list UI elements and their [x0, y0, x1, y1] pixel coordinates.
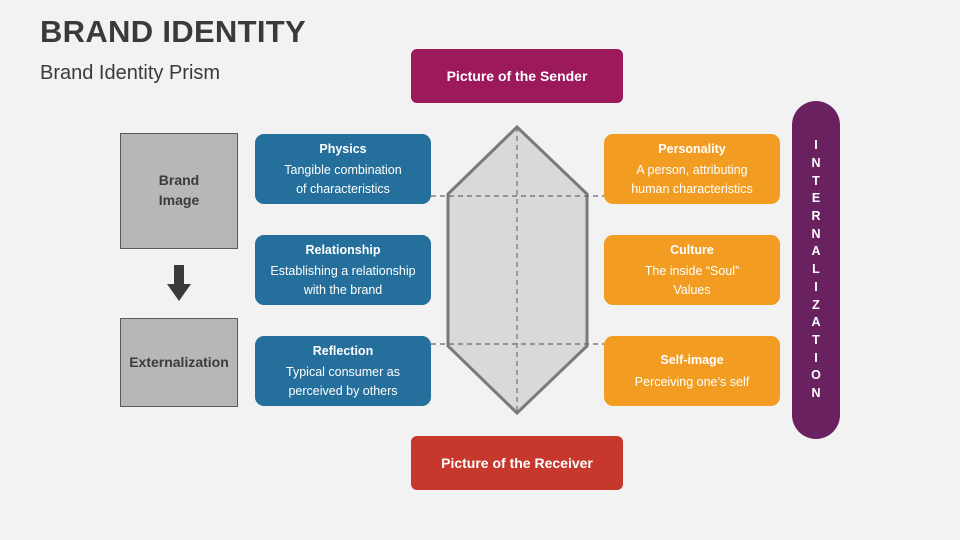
- card-self-image-title: Self-image: [660, 353, 724, 368]
- internalization-letter: O: [811, 368, 821, 383]
- card-personality-title: Personality: [658, 142, 726, 157]
- internalization-letter: T: [812, 332, 820, 347]
- internalization-letter: A: [811, 315, 821, 330]
- receiver-label: Picture of the Receiver: [441, 455, 593, 471]
- card-culture-text: The inside “Soul” Values: [644, 264, 740, 297]
- brand-image-label: Brand Image: [158, 172, 200, 208]
- down-arrow-icon: [167, 265, 191, 301]
- card-culture-title: Culture: [670, 243, 714, 258]
- card-physics-text: Tangible combination of characteristics: [284, 163, 402, 196]
- card-relationship: Relationship Establishing a relationship…: [255, 235, 431, 305]
- internalization-letter: N: [811, 386, 821, 401]
- card-personality-text: A person, attributing human characterist…: [631, 163, 753, 196]
- internalization-letter: Z: [812, 297, 820, 312]
- internalization-letter: L: [812, 262, 820, 277]
- picture-of-receiver: Picture of the Receiver: [411, 436, 623, 490]
- card-reflection: Reflection Typical consumer as perceived…: [255, 336, 431, 406]
- externalization-box: Externalization: [120, 318, 238, 407]
- prism-shape: [446, 124, 589, 416]
- internalization-letter: I: [814, 138, 818, 153]
- card-self-image-text: Perceiving one’s self: [634, 374, 750, 389]
- card-relationship-title: Relationship: [305, 243, 381, 258]
- externalization-label: Externalization: [129, 353, 229, 370]
- internalization-letter: E: [811, 191, 821, 206]
- card-physics-title: Physics: [319, 142, 367, 157]
- card-culture: Culture The inside “Soul” Values: [604, 235, 780, 305]
- card-self-image: Self-image Perceiving one’s self: [604, 336, 780, 406]
- internalization-letter: R: [811, 209, 821, 224]
- internalization-letter: I: [814, 279, 818, 294]
- picture-of-sender: Picture of the Sender: [411, 49, 623, 103]
- card-reflection-title: Reflection: [312, 344, 374, 359]
- card-reflection-text: Typical consumer as perceived by others: [286, 365, 400, 398]
- card-relationship-text: Establishing a relationship with the bra…: [270, 264, 416, 297]
- card-physics: Physics Tangible combination of characte…: [255, 134, 431, 204]
- page-title: BRAND IDENTITY: [40, 14, 306, 49]
- internalization-letter: I: [814, 350, 818, 365]
- internalization-letter: A: [811, 244, 821, 259]
- internalization-letter: T: [812, 173, 820, 188]
- internalization-letter: N: [811, 226, 821, 241]
- card-personality: Personality A person, attributing human …: [604, 134, 780, 204]
- internalization-letter: N: [811, 155, 821, 170]
- sender-label: Picture of the Sender: [446, 68, 588, 84]
- page-subtitle: Brand Identity Prism: [40, 62, 221, 84]
- brand-image-box: Brand Image: [120, 133, 238, 249]
